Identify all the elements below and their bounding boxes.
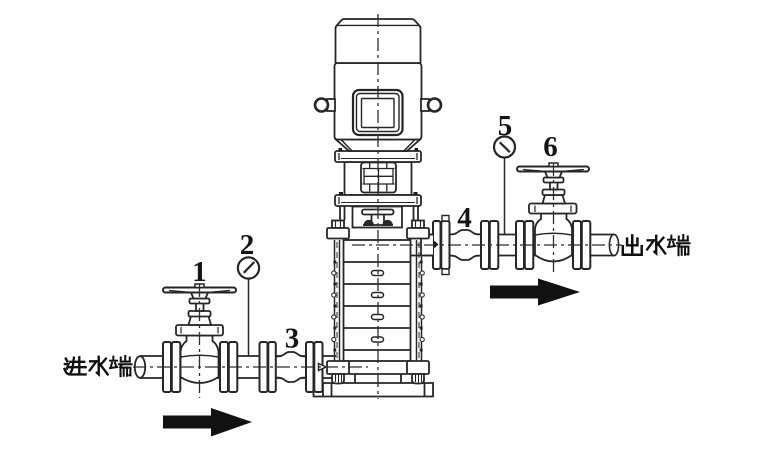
svg-text:1: 1 bbox=[192, 256, 207, 288]
svg-text:4: 4 bbox=[457, 202, 472, 234]
svg-text:5: 5 bbox=[498, 110, 513, 142]
svg-text:3: 3 bbox=[285, 323, 300, 355]
svg-text:2: 2 bbox=[240, 229, 255, 261]
svg-text:6: 6 bbox=[543, 131, 558, 163]
